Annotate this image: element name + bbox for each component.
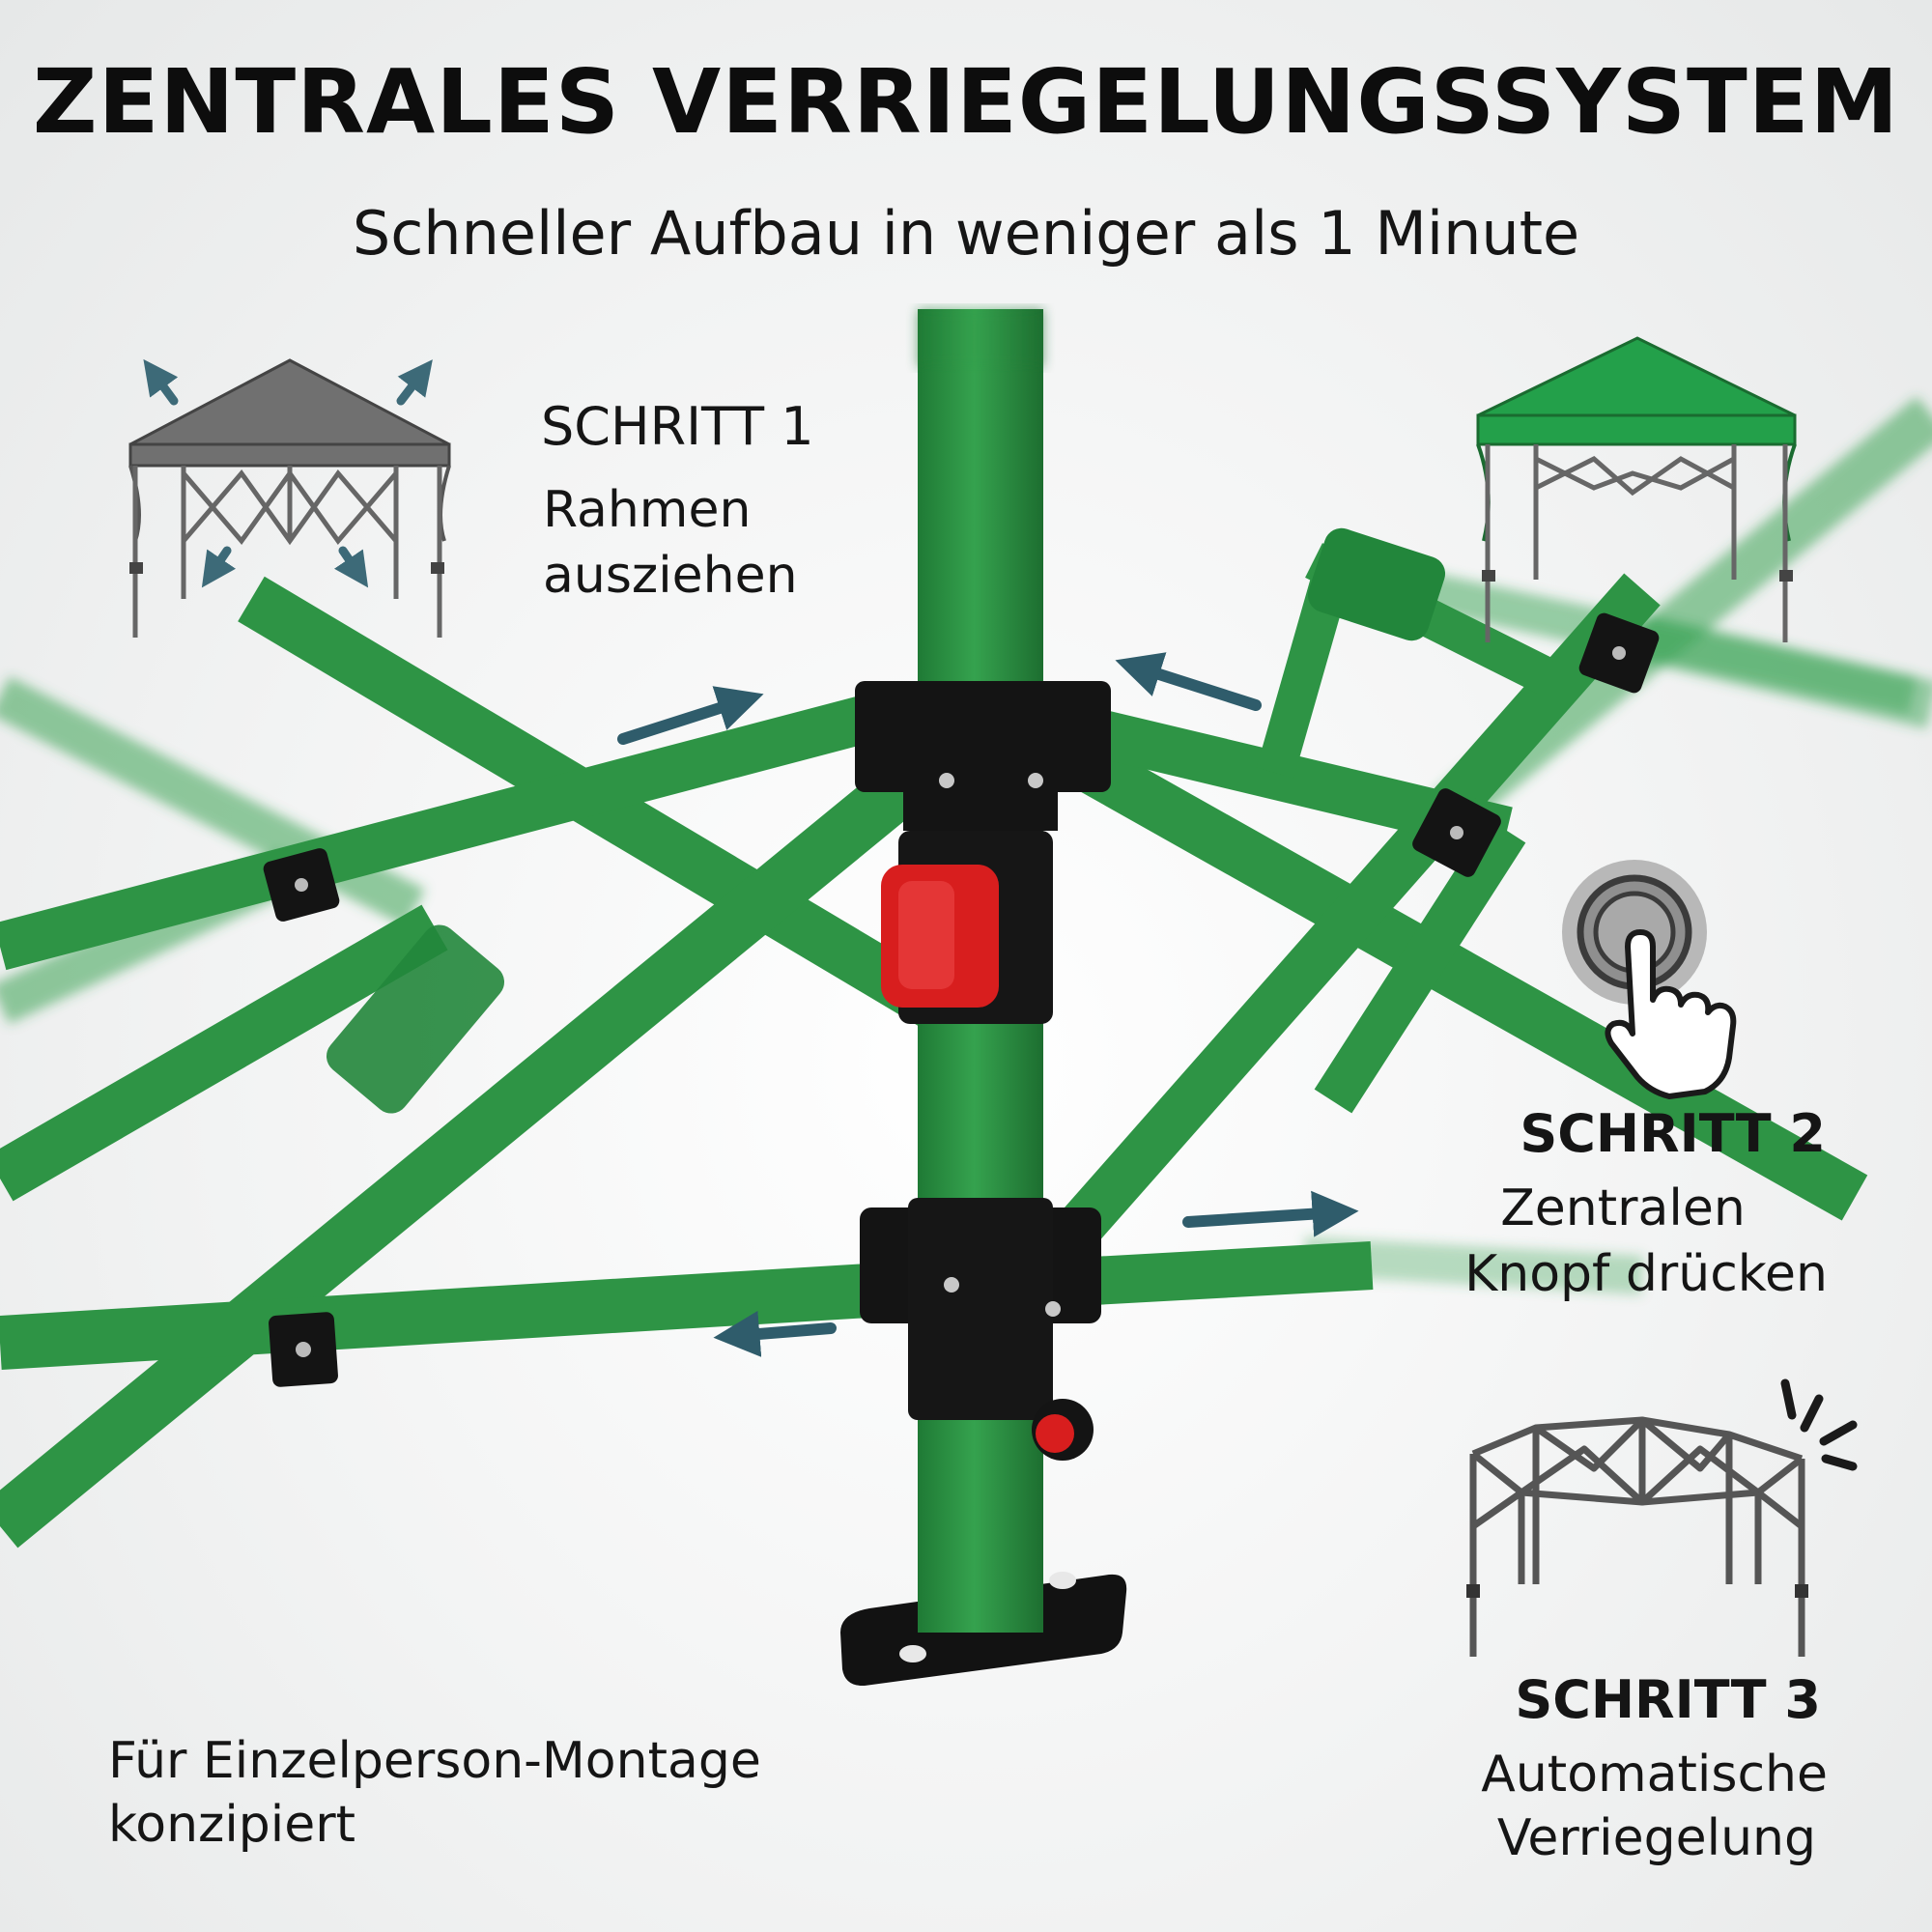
step-2-line-2: Knopf drücken xyxy=(1464,1245,1828,1303)
step-3-heading: SCHRITT 3 xyxy=(1515,1669,1821,1730)
lower-red-knob[interactable] xyxy=(1032,1399,1094,1461)
green-canopy-icon xyxy=(1476,336,1797,642)
bar-connectors xyxy=(263,527,1660,1387)
step-3-line-1: Automatische xyxy=(1481,1746,1828,1804)
footer-line-2: konzipiert xyxy=(108,1796,355,1854)
page-title: ZENTRALES VERRIEGELUNGSSYSTEM xyxy=(32,50,1900,154)
lower-hub xyxy=(860,1198,1101,1420)
base-plate xyxy=(840,1546,1127,1687)
step-1-heading: SCHRITT 1 xyxy=(541,396,814,457)
step-2-heading: SCHRITT 2 xyxy=(1520,1103,1826,1164)
red-lock-button[interactable] xyxy=(881,865,999,1008)
press-button-icon xyxy=(1562,860,1737,1099)
expand-canopy-icon xyxy=(128,358,451,638)
step-3-line-2: Verriegelung xyxy=(1496,1809,1816,1867)
locked-frame-icon xyxy=(1466,1378,1858,1657)
step-1-line-1: Rahmen xyxy=(543,481,752,539)
step-2-line-1: Zentralen xyxy=(1500,1179,1746,1237)
step-1-line-2: ausziehen xyxy=(543,547,798,605)
footer-line-1: Für Einzelperson-Montage xyxy=(108,1732,761,1790)
page-subtitle: Schneller Aufbau in weniger als 1 Minute xyxy=(352,198,1580,269)
motion-arrows xyxy=(617,652,1359,1357)
